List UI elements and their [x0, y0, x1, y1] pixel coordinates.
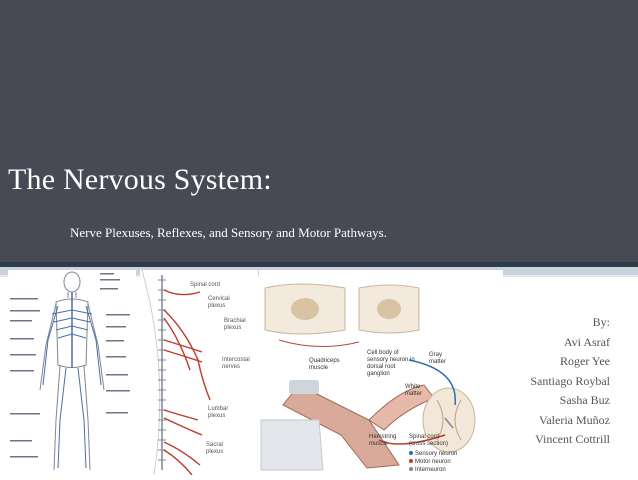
fig-label-plexus2: plexus: [224, 325, 241, 331]
fig-label-gray: Gray: [429, 352, 442, 358]
slide-subtitle: Nerve Plexuses, Reflexes, and Sensory an…: [70, 225, 387, 240]
label-mark: [10, 354, 36, 356]
body-nerve-svg: [10, 271, 130, 471]
reflex-arc-svg: Cell body of sensory neuron in dorsal ro…: [260, 283, 476, 473]
label-mark: [106, 340, 124, 342]
legend-motor-dot: [409, 459, 413, 463]
lumbar-nerve: [163, 409, 203, 436]
author-name: Valeria Muñoz: [539, 412, 610, 427]
label-mark: [100, 273, 114, 275]
cervical-nerve: [163, 289, 201, 296]
fig-label-sensory-neuron: sensory neuron in: [367, 357, 415, 363]
fig-label-hamstring: Hamstring: [369, 434, 396, 440]
head-outline: [63, 271, 81, 293]
fig-label-plexus: plexus: [208, 303, 225, 309]
fig-label-intercostal: Intercostal: [222, 357, 250, 363]
label-mark: [106, 326, 126, 328]
fig-label-cell-body: Cell body of: [367, 350, 399, 356]
fig-label-sensory: Sensory neuron: [415, 451, 457, 457]
right-leg: [83, 365, 91, 471]
fig-label-sacral: Sacral: [206, 442, 223, 448]
fig-label-muscle: muscle: [309, 365, 329, 371]
label-mark: [10, 440, 32, 442]
label-mark: [106, 356, 126, 358]
spinal-sections: [264, 283, 420, 347]
fig-label-plexus4: plexus: [206, 449, 223, 455]
fig-label-ganglion: ganglion: [367, 371, 390, 377]
chair: [260, 419, 324, 471]
label-mark: [10, 413, 40, 415]
spinal-cord-cross: [378, 359, 476, 453]
label-mark: [106, 390, 130, 392]
hammer: [289, 380, 319, 394]
label-mark: [10, 310, 40, 312]
fig-label-white: White: [405, 384, 421, 390]
label-mark: [10, 338, 34, 340]
title-panel: [0, 0, 638, 262]
fig-label-matter2: matter: [405, 391, 422, 397]
label-mark: [106, 412, 128, 414]
sensory-line: [408, 359, 456, 406]
body-outline: [141, 269, 161, 476]
fig-label-plexus3: plexus: [208, 413, 225, 419]
sacral-nerve: [163, 441, 201, 476]
label-mark: [10, 298, 38, 300]
intercostal-nerve: [163, 339, 203, 363]
fig-label-spinal-cord: Spinal cord: [190, 282, 220, 288]
slide-title: The Nervous System:: [8, 163, 272, 196]
intercostal-lines: [51, 309, 93, 339]
brachial-nerve: [163, 309, 211, 401]
fig-label-matter: matter: [429, 359, 446, 365]
authors-label: By:: [592, 315, 610, 329]
vertebrae: [158, 279, 166, 461]
author-name: Sasha Buz: [559, 393, 610, 407]
label-mark: [100, 279, 120, 281]
interneuron-line: [444, 417, 454, 429]
leg-illustration: [260, 380, 435, 471]
fig-label-spinal-cord-cs: Spinal cord: [409, 434, 439, 440]
fig-label-cross-section: (cross section): [409, 441, 448, 447]
spinal-plexus-diagram: Spinal cord Cervical plexus Brachial ple…: [140, 269, 258, 476]
brachial-nerve: [163, 317, 191, 371]
calf: [368, 384, 435, 431]
left-leg: [53, 365, 61, 471]
legend-sensory-dot: [409, 451, 413, 455]
authors-list: By: Avi Asraf Roger Yee Santiago Roybal …: [480, 313, 610, 450]
fig-label-nerves: nerves: [222, 364, 240, 370]
fig-label-brachial: Brachial: [224, 318, 246, 324]
fig-label-interneuron: Interneuron: [415, 467, 446, 473]
spinal-plexus-svg: Spinal cord Cervical plexus Brachial ple…: [141, 269, 250, 476]
label-mark: [106, 374, 128, 376]
label-mark: [100, 288, 118, 290]
cord-outline: [422, 387, 476, 453]
torso: [55, 298, 89, 368]
author-name: Santiago Roybal: [530, 373, 610, 388]
leg-nerves: [57, 367, 87, 469]
arm-nerves: [42, 305, 102, 386]
neck: [67, 292, 77, 298]
fig-label-muscle2: muscle: [369, 441, 389, 447]
divider-band: [0, 262, 638, 267]
left-arm: [39, 303, 57, 391]
label-mark: [10, 456, 38, 458]
body-nerve-diagram: [8, 270, 136, 475]
author-name: Vincent Cottrill: [535, 432, 610, 446]
author-name: Roger Yee: [560, 354, 610, 368]
label-mark: [106, 314, 130, 316]
gray-matter-left: [291, 298, 319, 320]
author-name: Avi Asraf: [563, 334, 610, 349]
fig-label-motor: Motor neuron: [415, 459, 451, 465]
label-mark: [10, 320, 32, 322]
fig-label-quadriceps: Quadriceps: [309, 358, 340, 364]
motor-line: [378, 434, 446, 445]
reflex-arc-diagram: Cell body of sensory neuron in dorsal ro…: [259, 270, 503, 475]
gray-matter-right: [377, 299, 401, 319]
fig-label-cervical: Cervical: [208, 296, 230, 302]
nerve-path: [278, 339, 360, 347]
fig-label-dorsal-root: dorsal root: [367, 364, 396, 370]
legend-interneuron-dot: [409, 467, 413, 471]
right-arm: [87, 303, 105, 391]
fig-label-lumbar: Lumbar: [208, 406, 228, 412]
label-mark: [10, 370, 34, 372]
